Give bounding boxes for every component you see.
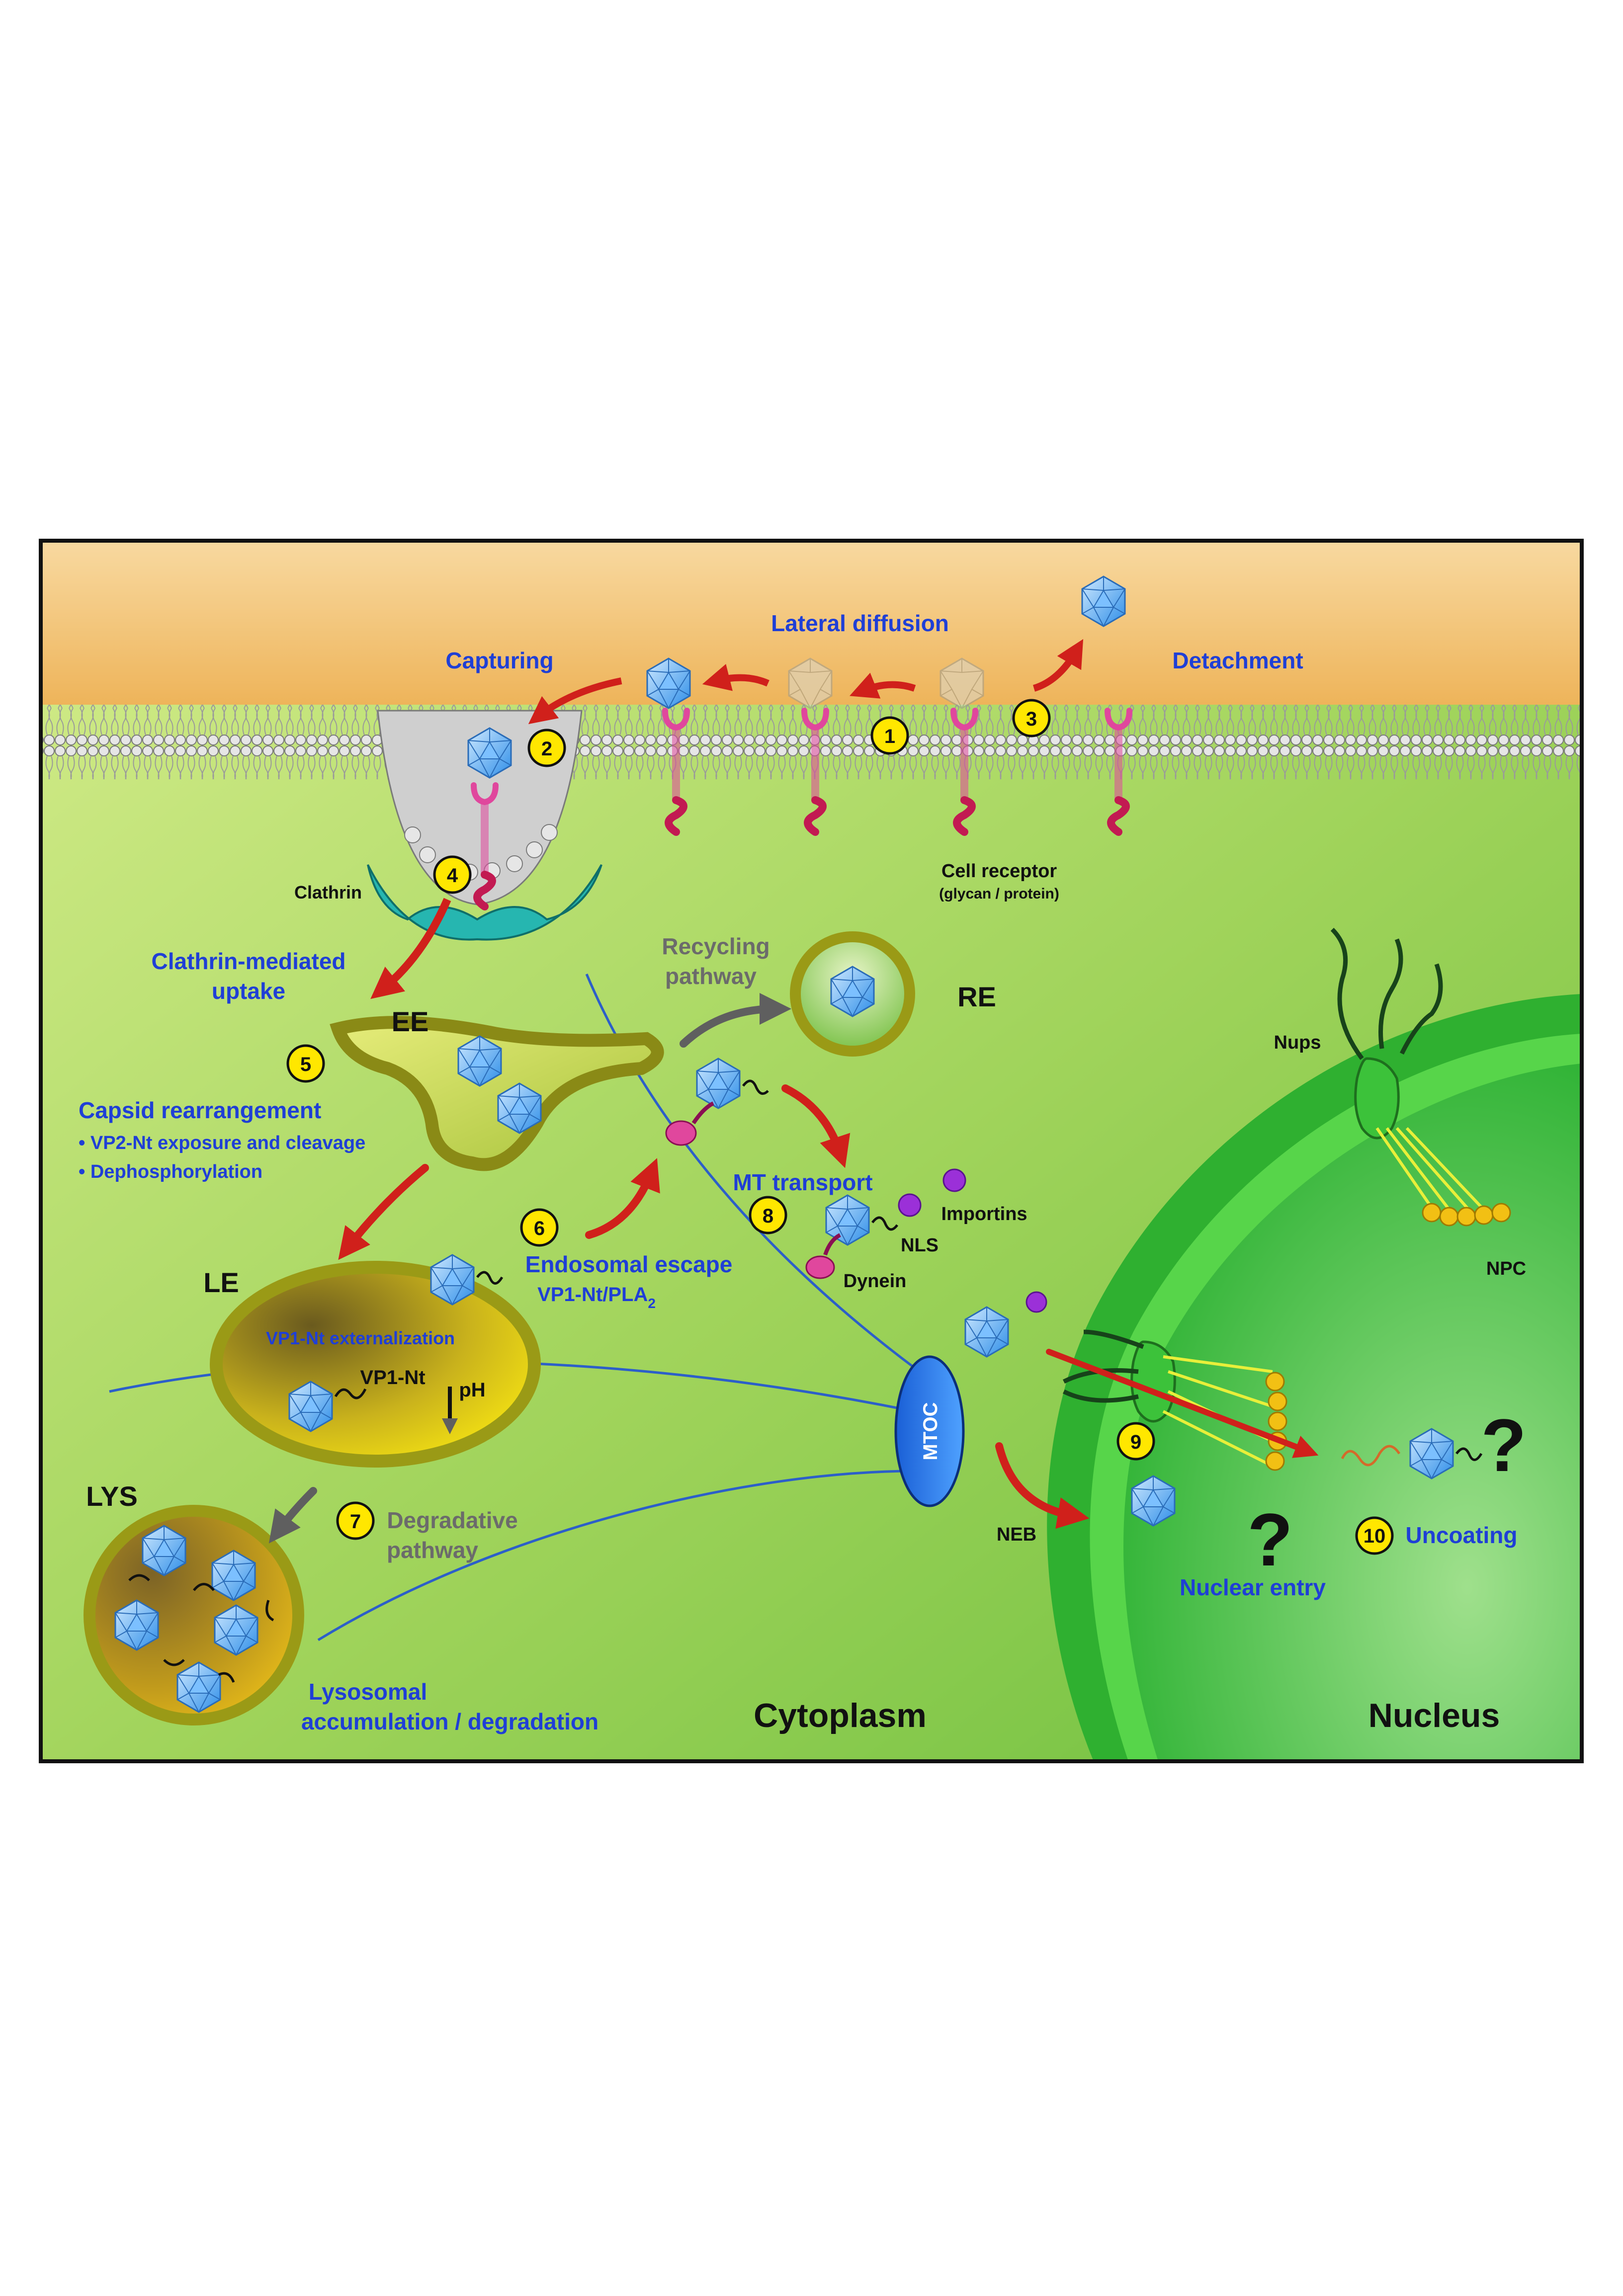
label-uptake: uptake bbox=[212, 978, 285, 1004]
step-3: 3 bbox=[1012, 699, 1051, 738]
dynein-motors bbox=[665, 1101, 841, 1279]
label-detachment: Detachment bbox=[1172, 648, 1303, 673]
label-mtoc: MTOC bbox=[920, 1402, 941, 1460]
label-lateral-diffusion: Lateral diffusion bbox=[771, 610, 949, 636]
mtoc bbox=[894, 1355, 965, 1507]
step-10: 10 bbox=[1355, 1516, 1394, 1555]
label-npc: NPC bbox=[1486, 1258, 1526, 1279]
label-bullet-dephos: • Dephosphorylation bbox=[79, 1161, 262, 1182]
svg-text:8: 8 bbox=[763, 1205, 773, 1227]
label-clathrin: Clathrin bbox=[294, 882, 362, 902]
step-6: 6 bbox=[520, 1208, 559, 1247]
step-7: 7 bbox=[336, 1501, 375, 1540]
label-nls: NLS bbox=[901, 1235, 939, 1256]
svg-text:3: 3 bbox=[1026, 708, 1037, 730]
label-lysosomal-degradation: accumulation / degradation bbox=[301, 1709, 598, 1734]
label-cytoplasm: Cytoplasm bbox=[754, 1697, 927, 1734]
question-mark-uncoating: ? bbox=[1481, 1403, 1527, 1487]
label-le: LE bbox=[203, 1267, 239, 1298]
svg-text:4: 4 bbox=[447, 865, 458, 887]
label-importins: Importins bbox=[941, 1204, 1027, 1225]
svg-text:5: 5 bbox=[300, 1054, 311, 1075]
label-vp1nt: VP1-Nt bbox=[360, 1367, 425, 1389]
label-ph: pH bbox=[459, 1379, 485, 1401]
label-neb: NEB bbox=[997, 1524, 1036, 1545]
label-nuclear-entry: Nuclear entry bbox=[1180, 1574, 1326, 1600]
nucleus bbox=[964, 927, 1582, 1761]
recycling-endosome bbox=[790, 931, 915, 1057]
step-5: 5 bbox=[286, 1044, 325, 1083]
late-endosome bbox=[210, 1261, 541, 1468]
label-nucleus: Nucleus bbox=[1368, 1697, 1500, 1734]
label-re: RE bbox=[957, 981, 996, 1012]
label-clathrin-mediated: Clathrin-mediated bbox=[151, 948, 345, 974]
step-badges: 1 2 3 4 5 6 7 8 9 10 bbox=[286, 699, 1394, 1555]
label-degradative-pathway: pathway bbox=[387, 1537, 478, 1563]
svg-text:6: 6 bbox=[534, 1218, 545, 1239]
label-mt-transport: MT transport bbox=[733, 1169, 872, 1195]
svg-text:7: 7 bbox=[350, 1511, 361, 1533]
label-nups: Nups bbox=[1274, 1032, 1321, 1053]
label-uncoating: Uncoating bbox=[1406, 1522, 1518, 1548]
label-bullet-vp2: • VP2-Nt exposure and cleavage bbox=[79, 1133, 365, 1153]
label-endosomal-escape: Endosomal escape bbox=[525, 1251, 733, 1277]
step-9: 9 bbox=[1116, 1422, 1155, 1461]
early-endosome bbox=[330, 1016, 664, 1171]
step-4: 4 bbox=[433, 855, 472, 894]
label-ee: EE bbox=[392, 1006, 429, 1037]
label-capturing: Capturing bbox=[445, 648, 553, 673]
pathway-arrows bbox=[268, 993, 1319, 1544]
step-2: 2 bbox=[527, 729, 566, 767]
svg-text:2: 2 bbox=[541, 738, 552, 760]
label-vp1-pla: VP1-Nt/PLA2 bbox=[537, 1284, 656, 1311]
label-lys: LYS bbox=[86, 1480, 138, 1512]
step-8: 8 bbox=[749, 1196, 787, 1234]
label-degradative: Degradative bbox=[387, 1507, 517, 1533]
svg-text:1: 1 bbox=[884, 726, 895, 747]
label-recycling-pathway: pathway bbox=[665, 963, 757, 989]
label-lysosomal: Lysosomal bbox=[309, 1679, 427, 1705]
lysosome bbox=[84, 1505, 304, 1725]
label-vp1-externalization: VP1-Nt externalization bbox=[266, 1328, 455, 1348]
clathrin-coated-pit bbox=[367, 710, 602, 941]
label-capsid-rearrangement: Capsid rearrangement bbox=[79, 1097, 321, 1123]
label-recycling: Recycling bbox=[662, 933, 769, 959]
step-1: 1 bbox=[870, 716, 909, 755]
clathrin-coat bbox=[367, 864, 602, 941]
label-cell-receptor: Cell receptor bbox=[941, 861, 1057, 882]
labels: Lateral diffusion Capturing Detachment C… bbox=[79, 610, 1527, 1734]
label-cell-receptor-sub: (glycan / protein) bbox=[939, 886, 1059, 902]
label-dynein: Dynein bbox=[844, 1271, 907, 1292]
question-mark-nuclear-entry: ? bbox=[1247, 1498, 1293, 1581]
svg-text:10: 10 bbox=[1364, 1525, 1386, 1547]
cytoplasmic-capsids bbox=[430, 1058, 898, 1306]
svg-text:9: 9 bbox=[1130, 1431, 1141, 1453]
